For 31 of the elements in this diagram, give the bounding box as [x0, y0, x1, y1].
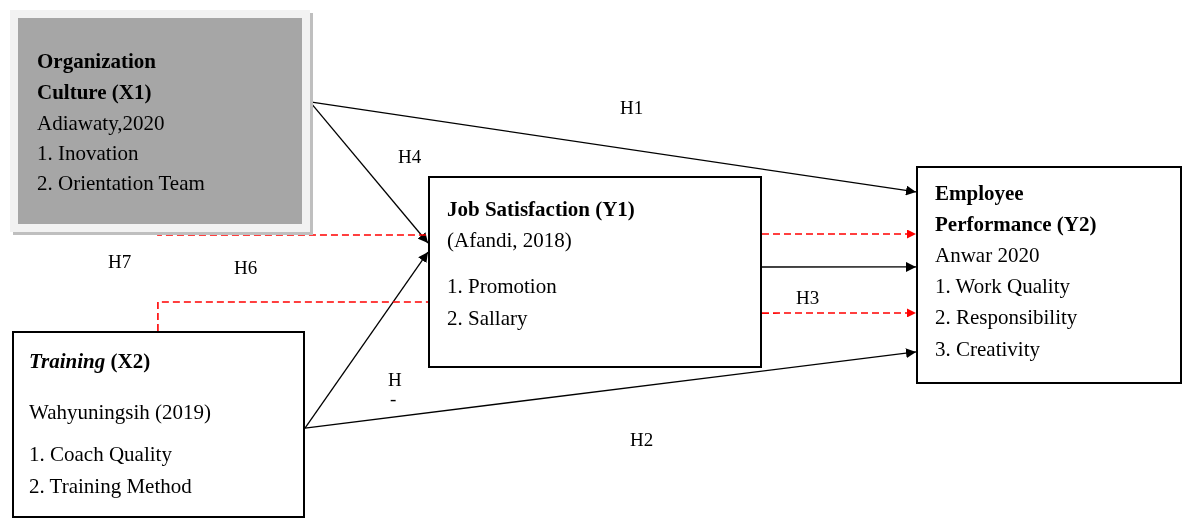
indicator-item: 1. Coach Quality: [29, 441, 172, 468]
hypothesis-label: H6: [233, 257, 259, 279]
indicator-item: 1. Promotion: [447, 273, 557, 300]
arrow: [304, 348, 917, 429]
indicator-item: 3. Creativity: [935, 336, 1040, 363]
variable-box: [428, 176, 762, 368]
indicator-item: 1. Inovation: [37, 140, 139, 167]
hypothesis-label: -: [389, 388, 398, 410]
variable-box: [916, 166, 1182, 384]
variable-title: Employee Performance (Y2): [935, 180, 1098, 238]
hypothesis-label: H7: [107, 251, 133, 273]
indicator-item: 2. Orientation Team: [37, 170, 205, 197]
variable-title: Training (X2): [29, 348, 152, 375]
indicator-item: 2. Responsibility: [935, 304, 1078, 331]
indicator-item: 2. Sallary: [447, 305, 528, 332]
arrow: [761, 261, 917, 272]
indicator-item: 1. Work Quality: [935, 273, 1070, 300]
variable-title: Job Satisfaction (Y1): [447, 196, 636, 223]
hypothesis-label: H3: [795, 287, 821, 309]
source-citation: (Afandi, 2018): [447, 227, 572, 254]
indicator-item: 2. Training Method: [29, 473, 192, 500]
dashed-arrow: [761, 308, 917, 318]
source-citation: Wahyuningsih (2019): [29, 399, 212, 426]
dashed-arrow: [761, 229, 917, 239]
source-citation: Adiawaty,2020: [37, 110, 165, 137]
arrow: [304, 251, 429, 429]
variable-box: [12, 331, 305, 518]
variable-title: Organization Culture (X1): [37, 48, 157, 106]
hypothesis-label: H: [387, 369, 403, 391]
source-citation: Anwar 2020: [935, 242, 1040, 269]
variable-box: [10, 10, 310, 232]
